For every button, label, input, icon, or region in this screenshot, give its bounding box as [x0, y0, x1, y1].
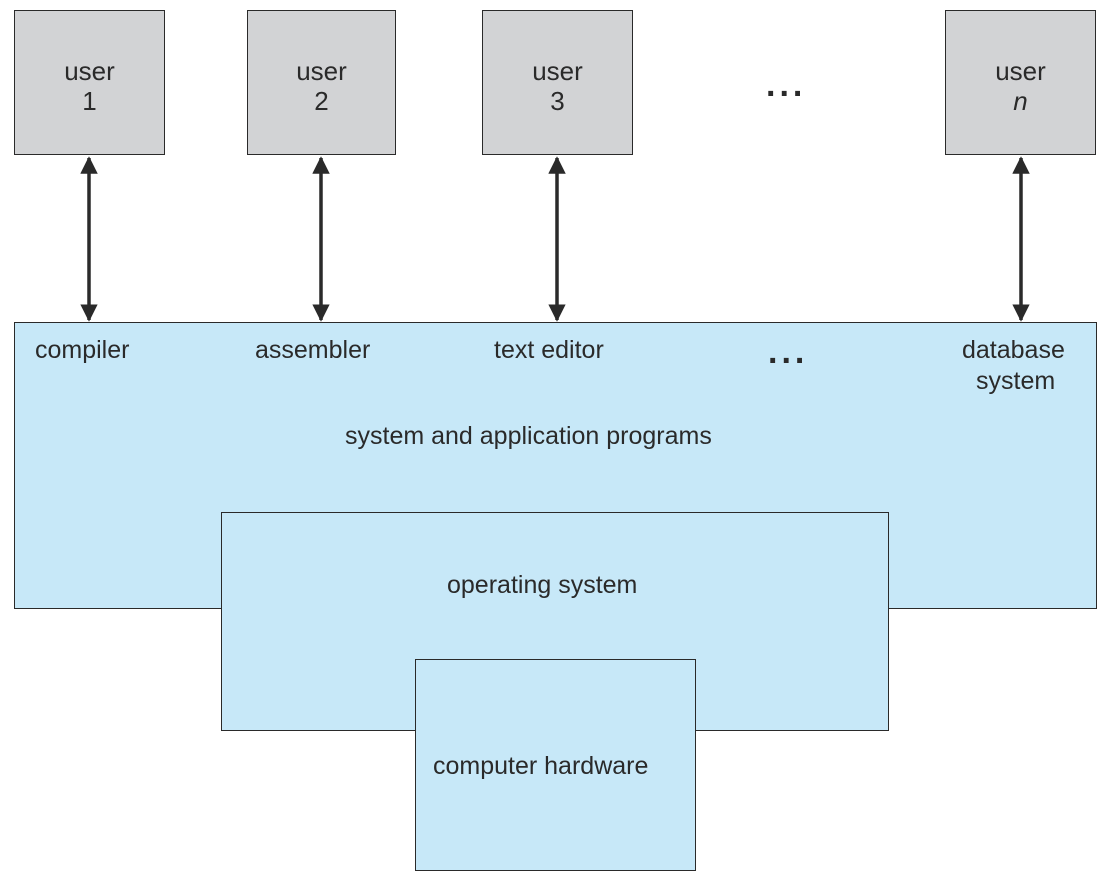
program-compiler: compiler — [35, 336, 130, 364]
user-label: user — [64, 56, 115, 86]
user-number: n — [1013, 86, 1028, 116]
program-database-line2: system — [976, 367, 1056, 395]
applications-label: system and application programs — [345, 422, 712, 450]
user-number: 2 — [314, 86, 329, 116]
user-label: user — [296, 56, 347, 86]
user-box-1: user 1 — [14, 10, 165, 155]
program-text-editor: text editor — [494, 336, 604, 364]
user-number: 1 — [82, 86, 97, 116]
user-box-n: user n — [945, 10, 1096, 155]
user-label: user — [532, 56, 583, 86]
user-number: 3 — [550, 86, 565, 116]
program-assembler: assembler — [255, 336, 371, 364]
programs-ellipsis: ... — [768, 333, 809, 371]
operating-system-label: operating system — [447, 571, 638, 599]
computer-hardware-label: computer hardware — [433, 752, 649, 780]
user-box-3: user 3 — [482, 10, 633, 155]
user-box-2: user 2 — [247, 10, 396, 155]
program-database-line1: database — [962, 336, 1065, 364]
computer-hardware-layer — [415, 659, 696, 871]
user-label: user — [995, 56, 1046, 86]
